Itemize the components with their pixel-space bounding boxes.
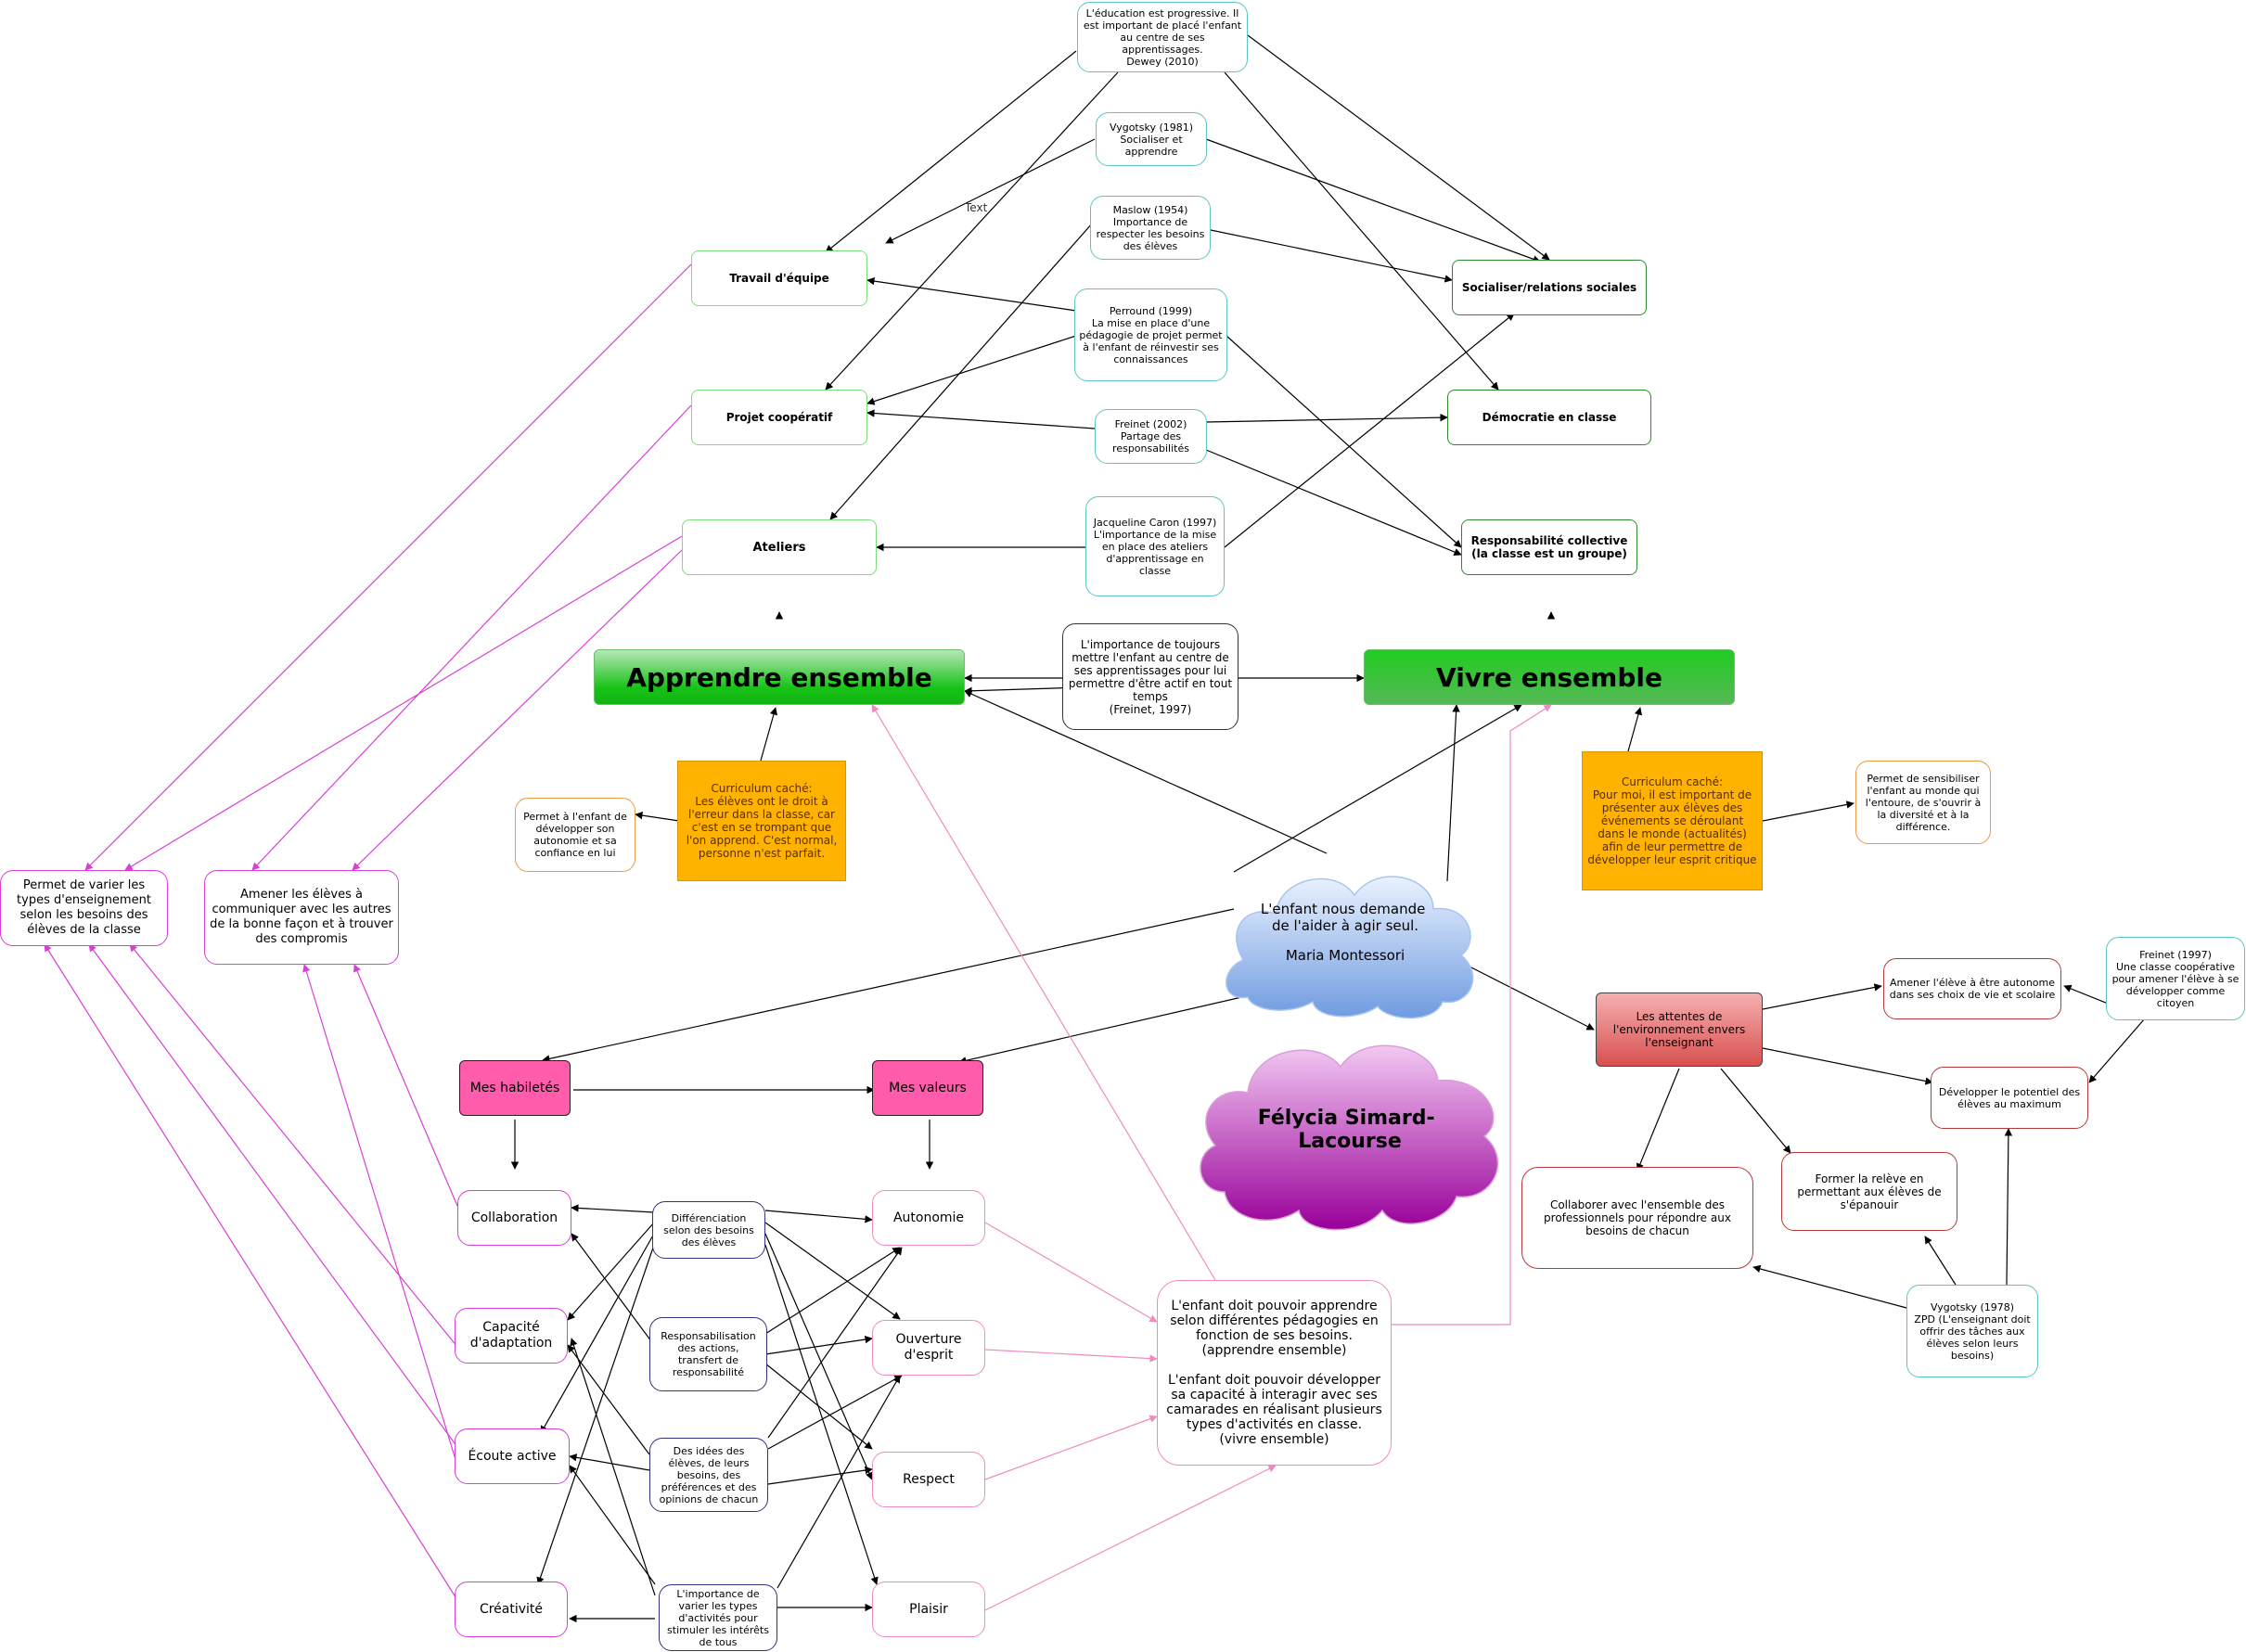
edge-label-text: Text — [964, 201, 988, 214]
curriculum-cache-right: Curriculum caché: Pour moi, il est impor… — [1582, 751, 1763, 890]
note-varier-activites: L'importance de varier les types d'activ… — [659, 1584, 777, 1651]
democratie-box: Démocratie en classe — [1447, 390, 1651, 445]
mes-habiletes-box: Mes habiletés — [459, 1060, 571, 1116]
attente-autonome: Amener l'élève à être autonome dans ses … — [1883, 958, 2061, 1019]
attente-potentiel: Développer le potentiel des élèves au ma… — [1931, 1067, 2088, 1129]
note-responsabilisation: Responsabilisation des actions, transfer… — [649, 1317, 767, 1391]
amener-communiquer-node: Amener les élèves à communiquer avec les… — [204, 870, 399, 965]
travail-equipe-box: Travail d'équipe — [691, 250, 867, 306]
habilete-ecoute-active: Écoute active — [455, 1428, 570, 1484]
attente-collaborer: Collaborer avec l'ensemble des professio… — [1521, 1167, 1753, 1269]
curriculum-left-note: Permet à l'enfant de développer son auto… — [515, 798, 635, 872]
vygotsky-1978-note: Vygotsky (1978) ZPD (L'enseignant doit o… — [1906, 1285, 2038, 1377]
valeur-plaisir: Plaisir — [872, 1582, 985, 1637]
curriculum-cache-left: Curriculum caché: Les élèves ont le droi… — [677, 761, 846, 881]
perround-note: Perround (1999) La mise en place d'une p… — [1074, 288, 1227, 381]
author-cloud: Félycia Simard- Lacourse — [1200, 1044, 1499, 1231]
habilete-collaboration: Collaboration — [457, 1190, 571, 1246]
socialiser-box: Socialiser/relations sociales — [1452, 260, 1647, 315]
habilete-adaptation: Capacité d'adaptation — [455, 1308, 568, 1364]
central-cloud: L'enfant nous demande de l'aider à agir … — [1226, 876, 1474, 1019]
connectors-pink — [871, 704, 1552, 1611]
freinet-2002-note: Freinet (2002) Partage des responsabilit… — [1095, 409, 1207, 464]
attente-releve: Former la relève en permettant aux élève… — [1781, 1152, 1957, 1231]
connectors-black — [510, 34, 2146, 1623]
synthesis-node: L'enfant doit pouvoir apprendre selon di… — [1157, 1280, 1392, 1466]
central-cloud-author: Maria Montessori — [1286, 947, 1405, 964]
ateliers-box: Ateliers — [682, 519, 877, 575]
mes-valeurs-box: Mes valeurs — [872, 1060, 983, 1116]
author-name: Félycia Simard- Lacourse — [1258, 1107, 1443, 1153]
valeur-respect: Respect — [872, 1452, 985, 1507]
dewey-note: L'éducation est progressive. Il est impo… — [1077, 2, 1248, 72]
caron-note: Jacqueline Caron (1997) L'importance de … — [1085, 496, 1225, 596]
vygotsky-1981-note: Vygotsky (1981) Socialiser et apprendre — [1096, 112, 1207, 166]
valeur-autonomie: Autonomie — [872, 1190, 985, 1246]
connectors-magenta — [44, 263, 692, 1601]
attentes-box: Les attentes de l'environnement envers l… — [1596, 992, 1763, 1067]
curriculum-right-note: Permet de sensibiliser l'enfant au monde… — [1855, 761, 1991, 844]
valeur-ouverture: Ouverture d'esprit — [872, 1320, 985, 1376]
note-idees-eleves: Des idées des élèves, de leurs besoins, … — [649, 1438, 768, 1512]
freinet-1997-center-note: L'importance de toujours mettre l'enfant… — [1062, 623, 1239, 730]
freinet-1997-note: Freinet (1997) Une classe coopérative po… — [2106, 937, 2245, 1020]
note-differenciation: Différenciation selon des besoins des él… — [652, 1201, 765, 1259]
central-cloud-line1: L'enfant nous demande de l'aider à agir … — [1261, 901, 1430, 934]
vivre-ensemble-banner: Vivre ensemble — [1364, 649, 1735, 705]
maslow-note: Maslow (1954) Importance de respecter le… — [1090, 196, 1211, 260]
apprendre-ensemble-banner: Apprendre ensemble — [594, 649, 965, 705]
varier-enseignement-node: Permet de varier les types d'enseignemen… — [0, 870, 168, 946]
habilete-creativite: Créativité — [455, 1582, 568, 1637]
projet-cooperatif-box: Projet coopératif — [691, 390, 867, 445]
responsabilite-box: Responsabilité collective (la classe est… — [1461, 519, 1637, 575]
